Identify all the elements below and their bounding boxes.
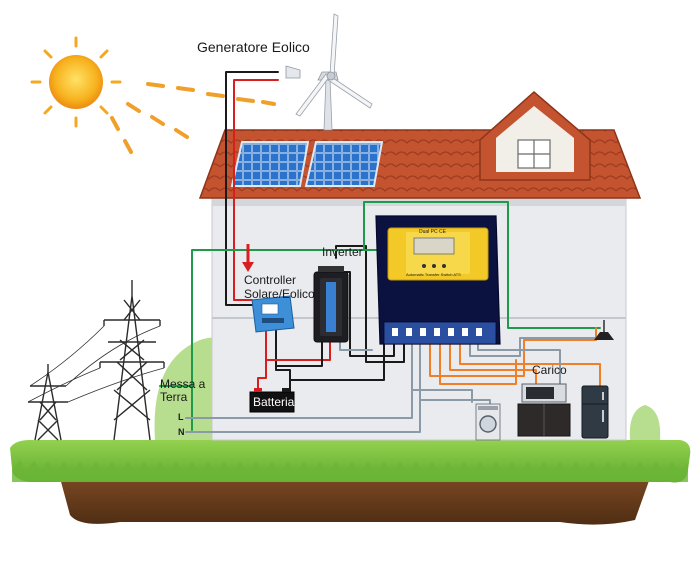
microwave-icon (517, 383, 571, 437)
ground-label-line1: Messa a (160, 377, 206, 391)
bush-right (629, 405, 661, 440)
ats-name-label: Automatic Transfer Switch ATS (406, 272, 461, 277)
sun-icon (30, 36, 122, 128)
arrow-down-icon (242, 244, 254, 272)
battery-icon (249, 388, 295, 413)
transmission-tower-icon (28, 280, 165, 441)
charge-controller-icon (251, 295, 295, 333)
battery-label: Batteria (253, 395, 295, 409)
line-l-label: L (178, 412, 184, 422)
sun-rays (110, 82, 276, 154)
line-n-label: N (178, 427, 185, 437)
wind-generator-label: Generatore Eolico (197, 39, 310, 55)
load-label: Carico (532, 363, 567, 377)
wind-turbine-icon (285, 13, 373, 131)
solar-panel-icon (230, 141, 384, 187)
ground (10, 440, 691, 525)
washing-machine-icon (475, 403, 501, 441)
inverter-label: Inverter (322, 245, 363, 259)
refrigerator-icon (581, 385, 609, 439)
ats-switch-icon (375, 215, 501, 345)
power-lines (27, 325, 165, 403)
controller-label-line2: Solare/Eolico (244, 287, 315, 301)
ats-model-label: Dual PC CE (419, 229, 446, 235)
ceiling-lamp-icon (594, 320, 614, 340)
ground-label-line2: Terra (160, 390, 188, 404)
controller-label-line1: Controller (244, 273, 297, 287)
inverter-icon (313, 266, 349, 343)
